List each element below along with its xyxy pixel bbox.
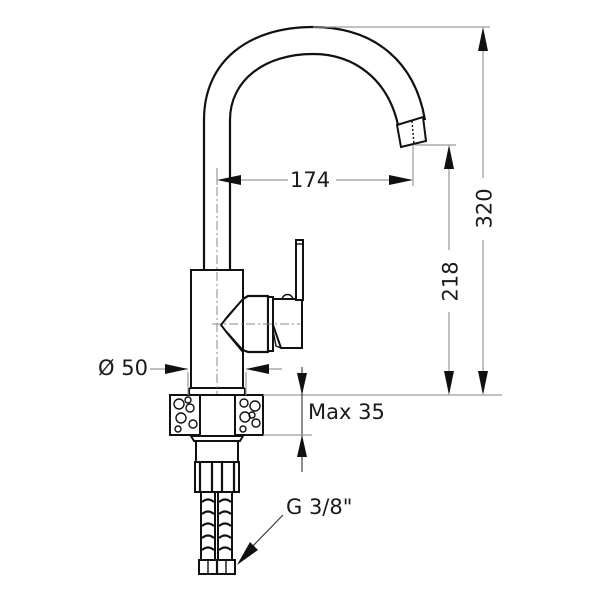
dimension-218 bbox=[263, 144, 502, 396]
leader-g-3-8 bbox=[237, 514, 284, 565]
label-spout-reach: 174 bbox=[288, 168, 333, 192]
flexible-supply-hoses bbox=[198, 491, 236, 575]
label-total-height: 320 bbox=[472, 186, 497, 231]
dimension-320 bbox=[313, 26, 490, 395]
countertop-section bbox=[169, 394, 264, 442]
dimension-max-35 bbox=[263, 367, 312, 472]
swan-neck-spout bbox=[202, 25, 428, 270]
label-hose-connection: G 3/8" bbox=[284, 495, 355, 519]
dimension-174 bbox=[216, 145, 414, 186]
label-outlet-height: 218 bbox=[438, 259, 463, 304]
aerator-icon bbox=[395, 115, 428, 149]
lever-handle bbox=[295, 239, 304, 301]
supply-connector bbox=[194, 440, 240, 493]
label-max-deck-thickness: Max 35 bbox=[306, 400, 387, 424]
label-body-diameter: Ø 50 bbox=[96, 356, 150, 380]
mixer-body bbox=[188, 239, 304, 396]
dimension-diameter-50 bbox=[150, 364, 282, 395]
